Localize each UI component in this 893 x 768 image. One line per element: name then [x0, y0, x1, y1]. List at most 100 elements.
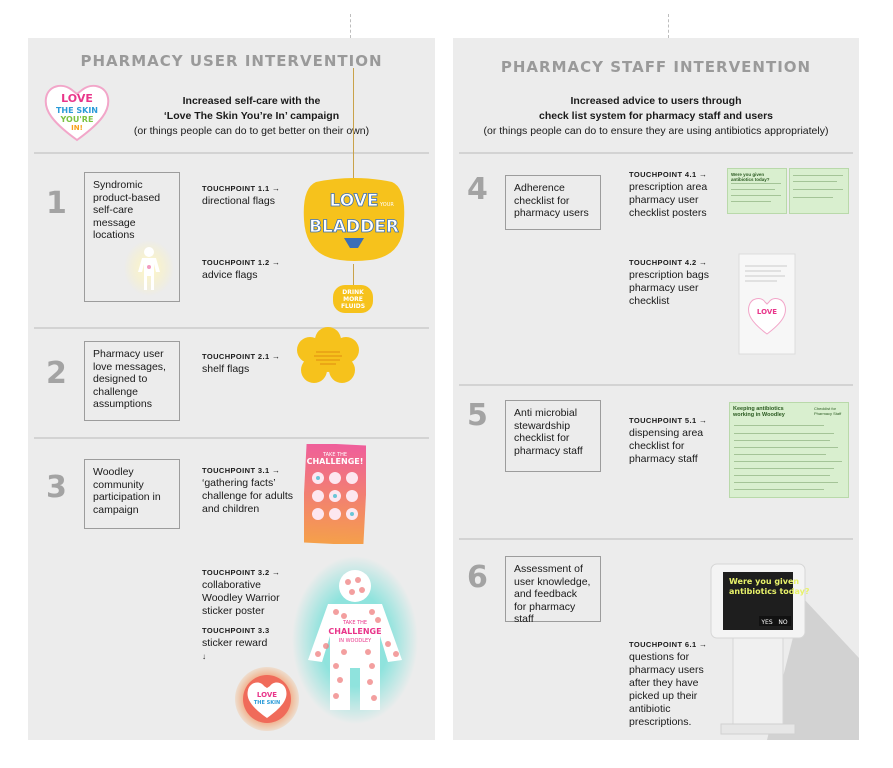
touchpoint-label: TOUCHPOINT 5.1 — [629, 416, 697, 425]
section-box: Syndromic product-based self-care messag… — [84, 172, 180, 302]
touchpoint-label: TOUCHPOINT 1.2 — [202, 258, 270, 267]
touchpoint-text: advice flags — [202, 269, 258, 281]
section-box: Assessment of user knowledge, and feedba… — [505, 556, 601, 625]
touchpoint-text: collaborative Woodley Warrior sticker po… — [202, 579, 280, 617]
section-number: 3 — [46, 470, 67, 505]
touchpoint-text: sticker reward — [202, 637, 268, 649]
touchpoint-text: prescription bags pharmacy user checklis… — [629, 269, 709, 307]
poster-title: Were you given antibiotics today? — [731, 172, 770, 182]
touchpoint-text: dispensing area checklist for pharmacy s… — [629, 427, 704, 465]
flag-word-3: BLADDER — [309, 217, 399, 237]
arrow-right-icon: → — [272, 184, 281, 193]
hanging-string — [353, 68, 354, 178]
flag-word-2: YOUR — [379, 202, 394, 208]
arrow-right-icon: → — [272, 466, 281, 475]
woodley-warrior-sticker-poster: TAKE THE CHALLENGE IN WOODLEY — [292, 556, 418, 724]
section-box: Woodley community participation in campa… — [84, 459, 180, 529]
bag-logo-word: LOVE — [757, 308, 777, 316]
section-box: Adherence checklist for pharmacy users — [505, 175, 601, 230]
divider — [34, 327, 429, 329]
touchpoint-4-1: TOUCHPOINT 4.1 → prescription area pharm… — [629, 168, 719, 220]
checklist-poster: Were you given antibiotics today? — [727, 168, 787, 214]
flag-word-1: LOVE — [330, 191, 379, 211]
campaign-subtitle-1: Increased self-care with the — [182, 95, 321, 107]
challenge-poster: TAKE THE CHALLENGE! — [304, 444, 366, 544]
small-flag-word-3: FLUIDS — [341, 303, 365, 310]
section-box-text: Adherence checklist for pharmacy users — [514, 182, 589, 219]
touchpoint-4-2: TOUCHPOINT 4.2 → prescription bags pharm… — [629, 256, 719, 308]
touchpoint-label: TOUCHPOINT 3.1 — [202, 466, 270, 475]
hanging-hook — [350, 14, 352, 38]
love-the-skin-logo: LOVE THE SKIN YOU'RE IN! — [44, 84, 110, 142]
shelf-flag-icon — [297, 327, 359, 383]
touchpoint-text: shelf flags — [202, 363, 250, 375]
panel-title: PHARMACY STAFF INTERVENTION — [500, 58, 812, 76]
logo-word-3: YOU'RE — [60, 115, 94, 124]
small-flag-word-2: MORE — [343, 296, 363, 303]
touchpoint-label: TOUCHPOINT 6.1 — [629, 640, 697, 649]
sticker-reward: LOVE THE SKIN — [235, 667, 299, 731]
kiosk-yes-button: YES — [760, 619, 772, 626]
challenge-word-1: TAKE THE — [322, 452, 347, 458]
logo-word-1: LOVE — [61, 92, 93, 105]
touchpoint-text: questions for pharmacy users after they … — [629, 651, 704, 728]
kiosk-no-button: NO — [778, 619, 787, 626]
arrow-right-icon: → — [272, 352, 281, 361]
staff-checklist-poster: Keeping antibiotics working in Woodley C… — [729, 402, 849, 498]
checklist-title: Keeping antibiotics working in Woodley — [733, 406, 785, 418]
touchpoint-3-3: TOUCHPOINT 3.3 sticker reward ↓ — [202, 624, 298, 663]
staff-subtitle-2: check list system for pharmacy staff and… — [538, 110, 773, 122]
section-box-text: Woodley community participation in campa… — [93, 466, 161, 516]
touchpoint-6-1: TOUCHPOINT 6.1 → questions for pharmacy … — [629, 638, 719, 729]
touchpoint-text: ‘gathering facts’ challenge for adults a… — [202, 477, 294, 515]
touchpoint-2-1: TOUCHPOINT 2.1 → shelf flags — [202, 350, 280, 376]
touchpoint-1-1: TOUCHPOINT 1.1 → directional flags — [202, 182, 280, 208]
sticker-word-1: LOVE — [257, 691, 277, 699]
campaign-subtitle-2: ‘Love The Skin You’re In’ campaign — [163, 110, 340, 122]
challenge-word-2: CHALLENGE! — [307, 457, 364, 466]
section-box-text: Anti microbial stewardship checklist for… — [514, 407, 583, 457]
staff-subtitle-3: (or things people can do to ensure they … — [483, 125, 829, 137]
hanging-string — [353, 264, 354, 286]
arrow-right-icon: → — [272, 568, 281, 577]
checklist-subtitle: Checklist for Pharmacy Staff — [814, 406, 842, 416]
arrow-right-icon: → — [699, 170, 708, 179]
touchpoint-label: TOUCHPOINT 3.2 — [202, 568, 270, 577]
arrow-right-icon: → — [699, 416, 708, 425]
touchpoint-label: TOUCHPOINT 2.1 — [202, 352, 270, 361]
sticker-poster-word-3: IN WOODLEY — [339, 638, 372, 644]
campaign-subtitle-3: (or things people can do to get better o… — [133, 125, 370, 137]
panel-title: PHARMACY USER INTERVENTION — [80, 52, 383, 70]
drink-more-fluids-flag: DRINK MORE FLUIDS — [333, 285, 373, 313]
love-your-bladder-flag: LOVE YOUR BLADDER — [303, 178, 405, 261]
touchpoint-label: TOUCHPOINT 1.1 — [202, 184, 270, 193]
divider — [34, 437, 429, 439]
section-number: 1 — [46, 186, 67, 221]
touchpoint-1-2: TOUCHPOINT 1.2 → advice flags — [202, 256, 280, 282]
arrow-right-icon: → — [699, 258, 708, 267]
sticker-poster-word-2: CHALLENGE — [328, 627, 381, 636]
prescription-bag: LOVE — [738, 253, 796, 355]
staff-subtitle-1: Increased advice to users through — [570, 95, 742, 107]
small-flag-word-1: DRINK — [342, 289, 364, 296]
section-box-text: Assessment of user knowledge, and feedba… — [514, 563, 591, 625]
touchpoint-3-2: TOUCHPOINT 3.2 → collaborative Woodley W… — [202, 566, 298, 618]
divider — [459, 384, 853, 386]
checklist-poster — [789, 168, 849, 214]
sticker-poster-word-1: TAKE THE — [342, 620, 367, 626]
touchpoint-text: prescription area pharmacy user checklis… — [629, 181, 708, 219]
logo-word-4: IN! — [71, 124, 83, 132]
section-box: Pharmacy user love messages, designed to… — [84, 341, 180, 421]
section-number: 6 — [467, 560, 488, 595]
body-figure-icon — [124, 240, 174, 296]
section-box: Anti microbial stewardship checklist for… — [505, 400, 601, 472]
section-number: 4 — [467, 172, 488, 207]
divider — [459, 538, 853, 540]
pharmacy-staff-panel: PHARMACY STAFF INTERVENTION Increased ad… — [453, 38, 859, 740]
arrow-right-icon: → — [272, 258, 281, 267]
section-number: 2 — [46, 356, 67, 391]
section-number: 5 — [467, 398, 488, 433]
logo-word-2: THE SKIN — [56, 106, 98, 115]
